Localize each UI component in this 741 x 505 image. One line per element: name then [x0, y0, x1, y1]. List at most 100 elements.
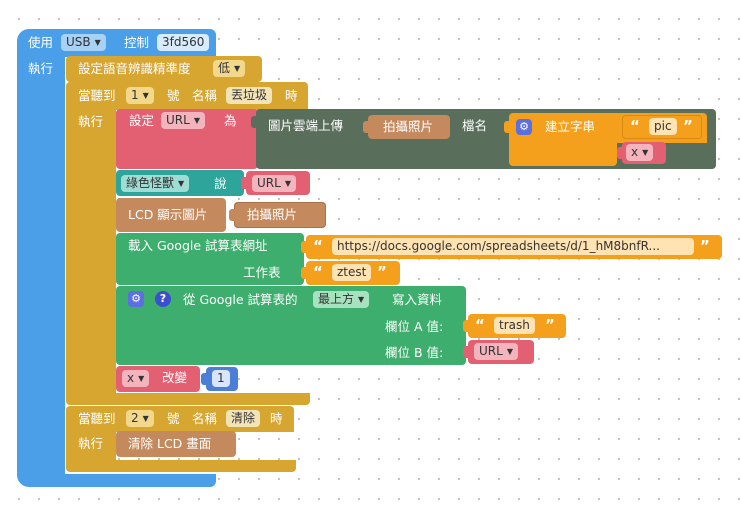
hear1-number-dropdown[interactable]: 1▼ — [126, 87, 154, 104]
board-dropdown[interactable]: USB▼ — [61, 34, 106, 51]
column-a-plug — [463, 320, 469, 332]
take-photo-block-2[interactable] — [234, 202, 326, 228]
chevron-down-icon: ▼ — [178, 179, 185, 188]
var-x-plug-1 — [617, 147, 623, 159]
close-quote-icon: ” — [700, 237, 710, 255]
close-quote-icon: ” — [545, 316, 555, 334]
hear1-exec-label: 執行 — [78, 114, 104, 129]
var-url-plug-1 — [241, 177, 247, 189]
chevron-down-icon: ▼ — [138, 374, 145, 383]
hear1-name-field[interactable]: 丟垃圾 — [226, 87, 273, 104]
close-quote-icon: ” — [683, 117, 693, 135]
character-value: 綠色怪獸 — [126, 176, 175, 190]
var-url-dropdown-2[interactable]: URL▼ — [474, 343, 518, 360]
chevron-down-icon: ▼ — [234, 64, 241, 73]
chevron-down-icon: ▼ — [94, 38, 101, 47]
speech-accuracy-label: 設定語音辨識精準度 — [78, 61, 191, 76]
create-text-block-lower[interactable] — [509, 142, 617, 166]
worksheet-plug — [301, 267, 307, 279]
hear1-when-label: 當聽到 — [78, 88, 116, 103]
device-id-field[interactable]: 3fd560 — [157, 34, 210, 51]
sheet-url-field[interactable]: https://docs.google.com/spreadsheets/d/1… — [332, 238, 694, 255]
chevron-down-icon: ▼ — [193, 116, 200, 125]
var-url-dropdown-1[interactable]: URL▼ — [252, 175, 296, 192]
sheet-url-plug — [301, 241, 307, 253]
change-var-dropdown[interactable]: x▼ — [122, 370, 150, 387]
change-var-value: x — [127, 371, 135, 385]
lcd-show-image-block[interactable] — [116, 198, 226, 232]
hear2-number-dropdown[interactable]: 2▼ — [126, 410, 154, 427]
take-photo-label-2: 拍攝照片 — [247, 207, 298, 222]
var-url-value-2: URL — [479, 344, 503, 358]
gear-icon[interactable]: ⚙ — [516, 119, 532, 135]
character-dropdown[interactable]: 綠色怪獸▼ — [121, 175, 190, 192]
chevron-down-icon: ▼ — [506, 347, 513, 356]
chevron-down-icon: ▼ — [284, 179, 291, 188]
board-value: USB — [66, 35, 91, 49]
create-text-plug — [504, 121, 510, 133]
var-url-plug-2 — [463, 346, 469, 358]
hear-event-2-spine — [66, 431, 116, 461]
gear-icon[interactable]: ⚙ — [128, 291, 144, 307]
speech-level-value: 低 — [218, 61, 231, 75]
hear-event-1-spine — [66, 109, 116, 394]
hear2-name-label: 名稱 — [192, 411, 218, 426]
chevron-down-icon: ▼ — [642, 148, 649, 157]
worksheet-field[interactable]: ztest — [332, 264, 372, 281]
take-photo-label: 拍攝照片 — [383, 119, 434, 134]
clear-lcd-label: 清除 LCD 畫面 — [128, 436, 212, 451]
hear1-number-value: 1 — [131, 88, 139, 102]
var-x-dropdown-1[interactable]: x▼ — [626, 144, 654, 161]
hear2-num-label: 號 — [167, 411, 180, 426]
hear1-num-label: 號 — [167, 88, 180, 103]
close-quote-icon: ” — [377, 263, 387, 281]
worksheet-label: 工作表 — [243, 265, 281, 280]
hear2-time-label: 時 — [270, 411, 283, 426]
help-icon[interactable]: ? — [155, 291, 171, 307]
hear-event-1-bottom — [66, 393, 310, 405]
write-sheet-block-lower[interactable] — [116, 313, 466, 365]
change-value-field[interactable]: 1 — [212, 370, 230, 387]
hear1-time-label: 時 — [285, 88, 298, 103]
chevron-down-icon: ▼ — [142, 414, 149, 423]
set-var-value: URL — [166, 113, 190, 127]
column-b-label: 欄位 B 值: — [385, 345, 444, 360]
var-url-value-1: URL — [257, 176, 281, 190]
board-block-spine — [17, 56, 65, 474]
hear2-exec-label: 執行 — [78, 436, 104, 451]
exec-label: 執行 — [28, 61, 54, 76]
write-position-value: 最上方 — [318, 292, 355, 306]
clear-lcd-block[interactable] — [116, 431, 236, 457]
say-label: 說 — [214, 176, 227, 191]
hear1-name-label: 名稱 — [192, 88, 218, 103]
write-data-label: 寫入資料 — [392, 292, 443, 307]
board-block-bottom — [17, 474, 216, 487]
create-text-label: 建立字串 — [545, 119, 596, 134]
file-name-label: 檔名 — [462, 118, 488, 133]
load-google-sheet-block[interactable] — [116, 233, 304, 285]
chevron-down-icon: ▼ — [358, 295, 365, 304]
cloud-upload-label: 圖片雲端上傳 — [268, 118, 344, 133]
speech-level-dropdown[interactable]: 低▼ — [213, 60, 246, 77]
hear2-name-field[interactable]: 清除 — [226, 410, 261, 427]
column-a-label: 欄位 A 值: — [385, 319, 444, 334]
hear-event-2-bottom — [66, 460, 296, 472]
var-x-value-1: x — [631, 145, 639, 159]
set-as-label: 為 — [224, 113, 237, 128]
text-pic-field[interactable]: pic — [649, 118, 677, 135]
chevron-down-icon: ▼ — [142, 91, 149, 100]
write-sheet-block[interactable] — [116, 286, 466, 314]
take-photo-block[interactable] — [368, 115, 450, 139]
open-quote-icon: “ — [313, 263, 323, 281]
column-a-field[interactable]: trash — [494, 317, 535, 334]
open-quote-icon: “ — [630, 117, 640, 135]
write-position-dropdown[interactable]: 最上方▼ — [313, 291, 370, 308]
cloud-upload-plug — [251, 116, 257, 128]
set-var-dropdown[interactable]: URL▼ — [161, 112, 205, 129]
control-label: 控制 — [124, 35, 150, 50]
hear2-when-label: 當聽到 — [78, 411, 116, 426]
open-quote-icon: “ — [313, 237, 323, 255]
use-label: 使用 — [28, 35, 54, 50]
load-sheet-label: 載入 Google 試算表網址 — [128, 238, 268, 253]
